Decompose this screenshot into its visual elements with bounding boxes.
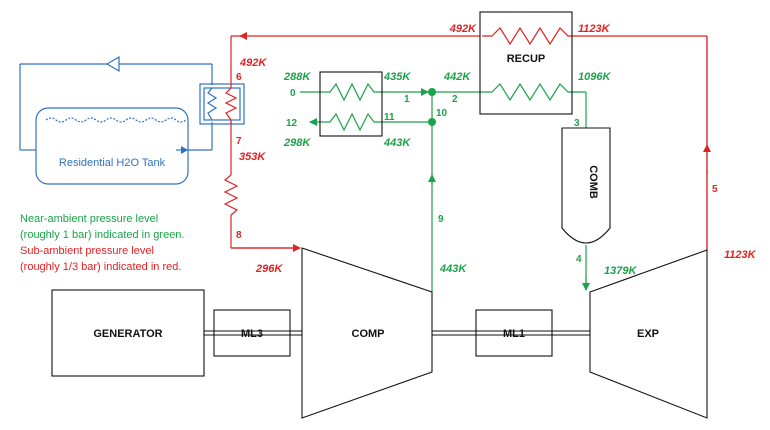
- water-hx-red-zigzag: [224, 87, 238, 121]
- node-0: 0: [290, 88, 296, 99]
- legend-red-line2: (roughly 1/3 bar) indicated in red.: [20, 261, 181, 273]
- intake-hx-box: [319, 71, 383, 137]
- cooler-resistor: [223, 174, 239, 216]
- temp-1123-right: 1123K: [724, 249, 757, 261]
- combustor-body: [561, 127, 611, 244]
- recup-label: RECUP: [507, 53, 546, 65]
- node-4: 4: [576, 254, 582, 265]
- temp-443-b: 443K: [439, 263, 467, 275]
- node-2: 2: [452, 94, 458, 105]
- ml1-label: ML1: [503, 328, 525, 340]
- intake-hx-upper-zigzag: [320, 82, 382, 102]
- generator-box: [51, 289, 205, 377]
- node-8: 8: [236, 230, 242, 241]
- temp-492-left: 492K: [239, 57, 267, 69]
- temp-298: 298K: [283, 137, 311, 149]
- temp-1096: 1096K: [578, 71, 611, 83]
- node-9: 9: [438, 214, 444, 225]
- legend-green-line2: (roughly 1 bar) indicated in green.: [20, 229, 184, 241]
- node-5: 5: [712, 184, 718, 195]
- expander-body: [589, 249, 708, 419]
- temp-442: 442K: [443, 71, 471, 83]
- compressor-body: [301, 247, 433, 419]
- ml1-box: [475, 309, 553, 357]
- temp-1379: 1379K: [604, 265, 637, 277]
- ml3-label: ML3: [241, 328, 263, 340]
- junction-upper: [428, 88, 436, 96]
- ml3-box: [213, 309, 291, 357]
- water-tank: [35, 107, 189, 185]
- temp-1123-top: 1123K: [578, 23, 611, 35]
- recup-hot-zigzag: [482, 26, 572, 46]
- comb-label: COMB: [587, 165, 599, 199]
- node-10: 10: [436, 108, 448, 119]
- legend-green-line1: Near-ambient pressure level: [20, 213, 158, 225]
- temp-492-top: 492K: [449, 23, 477, 35]
- node-12: 12: [286, 118, 298, 129]
- water-pump-arrow: [105, 55, 120, 73]
- temp-353: 353K: [239, 151, 266, 163]
- tank-label: Residential H2O Tank: [59, 157, 166, 169]
- temp-288: 288K: [283, 71, 311, 83]
- water-hx-box: [199, 83, 245, 125]
- node-3: 3: [574, 118, 580, 129]
- exp-label: EXP: [637, 328, 659, 340]
- legend-red-line1: Sub-ambient pressure level: [20, 245, 154, 257]
- node-7: 7: [236, 136, 242, 147]
- intake-hx-lower-zigzag: [310, 112, 382, 132]
- recup-box: [479, 11, 573, 115]
- temp-296: 296K: [255, 263, 283, 275]
- node-11: 11: [384, 112, 395, 123]
- temp-443-a: 443K: [383, 137, 411, 149]
- comp-label: COMP: [352, 328, 385, 340]
- temp-435: 435K: [383, 71, 411, 83]
- junction-lower: [428, 118, 436, 126]
- node-1: 1: [404, 94, 410, 105]
- recup-cold-zigzag: [480, 82, 586, 102]
- node-6: 6: [236, 72, 242, 83]
- tank-water-surface: [45, 117, 187, 123]
- generator-label: GENERATOR: [93, 328, 162, 340]
